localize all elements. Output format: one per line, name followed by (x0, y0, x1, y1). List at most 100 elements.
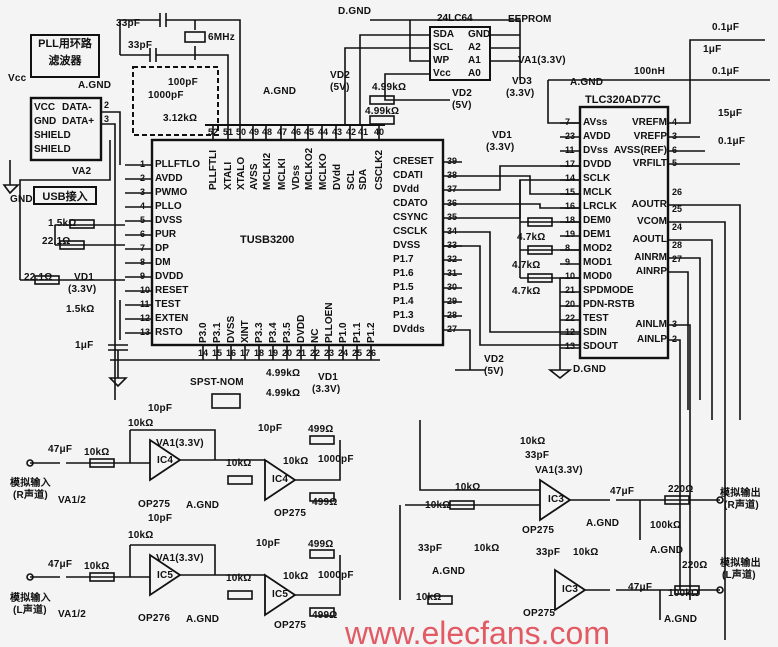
pin-number: 9 (140, 271, 146, 281)
component-label: 4.99kΩ (365, 106, 400, 117)
component-label: 10kΩ (283, 456, 309, 467)
pin-label: MCLKO (318, 153, 329, 190)
usb-connector-body (29, 96, 103, 162)
component-label: IC3 (562, 584, 579, 595)
pin-label: AVss (583, 117, 608, 128)
component-label: VA1/2 (58, 609, 87, 620)
pin-label: PUR (155, 229, 177, 240)
pin-label: DVSS (393, 240, 421, 251)
pin-label: XTALI (223, 161, 234, 190)
pin-label: P3.4 (268, 322, 279, 343)
pin-label: AVSS(REF) (613, 145, 667, 156)
component-label: A.GND (570, 77, 604, 88)
pin-label: P3.0 (198, 322, 209, 343)
pin-label: VCOM (637, 216, 667, 227)
pin-label: RSTO (155, 327, 183, 338)
pin-number: 6 (140, 229, 146, 239)
component-label: 499Ω (308, 539, 334, 550)
pin-label: LRCLK (583, 201, 617, 212)
pin-number: 5 (140, 215, 146, 225)
codec-name: TLC320AD77C (585, 94, 661, 106)
pin-number: 19 (268, 348, 279, 358)
pin-label: P1.6 (393, 268, 414, 279)
component-label: A.GND (78, 80, 112, 91)
component-label: 22.1Ω (42, 236, 71, 247)
component-label: (3.3V) (312, 384, 341, 395)
eeprom-pin-label: A2 (468, 42, 481, 53)
pin-number: 30 (447, 282, 458, 292)
pin-label: DVDD (155, 271, 184, 282)
component-label: 模拟输入 (10, 593, 51, 604)
pin-label: VDss (291, 164, 302, 190)
component-label: 10kΩ (84, 447, 110, 458)
component-label: 100kΩ (668, 588, 700, 599)
pin-label: NC (310, 328, 321, 343)
pin-number: 48 (262, 127, 273, 137)
component-label: 4.7kΩ (517, 232, 546, 243)
component-label: A.GND (586, 518, 620, 529)
pin-number: 40 (374, 127, 385, 137)
component-label: 1μF (703, 44, 722, 55)
eeprom-pin-label: GND (468, 29, 491, 40)
pin-number: 16 (565, 201, 576, 211)
component-label: VD1 (492, 130, 513, 141)
pin-label: PLLO (155, 201, 182, 212)
pin-label: PWMO (155, 187, 188, 198)
pin-label: AOUTR (631, 199, 667, 210)
component-label: OP276 (138, 613, 171, 624)
component-label: VA1(3.3V) (518, 55, 566, 66)
pin-number: 27 (672, 254, 683, 264)
component-label: IC5 (157, 570, 174, 581)
pin-label: EXTEN (155, 313, 189, 324)
pin-number: 10 (140, 285, 151, 295)
pin-label: VREFP (633, 131, 667, 142)
component-label: 100kΩ (650, 520, 682, 531)
pin-label: AINLM (635, 319, 667, 330)
component-label: 1000pF (148, 90, 184, 101)
pin-number: 43 (332, 127, 343, 137)
component-label: 100pF (168, 77, 198, 88)
eeprom-pin-label: SDA (433, 29, 455, 40)
component-label: VA2 (72, 166, 92, 177)
pin-label: AOUTL (632, 234, 667, 245)
component-label: 模拟输出 (720, 488, 761, 499)
pin-number: 21 (296, 348, 307, 358)
pin-label: PLLFTLI (208, 150, 219, 190)
pin-number: 41 (358, 127, 369, 137)
component-label: OP275 (274, 508, 307, 519)
pin-number: 49 (249, 127, 260, 137)
component-label: 499Ω (312, 497, 338, 508)
pin-number: 46 (291, 127, 302, 137)
pin-label: DEM1 (583, 229, 611, 240)
pin-label: CRESET (393, 156, 434, 167)
pin-number: 29 (447, 296, 458, 306)
pll-filter-label-2: 滤波器 (48, 55, 82, 67)
pin-label: AVDD (155, 173, 183, 184)
watermark: www.elecfans.com (345, 615, 610, 647)
pin-label: DVDD (296, 314, 307, 343)
component-label: A.GND (263, 86, 297, 97)
pin-number: 1 (140, 159, 146, 169)
pin-number: 37 (447, 184, 458, 194)
pin-label: VREFM (632, 117, 667, 128)
eeprom-pin-label: SCL (433, 42, 453, 53)
component-label: 6MHz (208, 32, 235, 43)
pin-number: 42 (346, 127, 357, 137)
pin-number: 8 (565, 243, 571, 253)
component-label: 10kΩ (283, 571, 309, 582)
component-label: 1.5kΩ (48, 218, 77, 229)
usb-input-label: USB接入 (42, 191, 88, 203)
component-label: 4.99kΩ (266, 388, 301, 399)
pin-number: 12 (565, 327, 576, 337)
pin-number: 4 (140, 201, 146, 211)
pin-label: AVDD (583, 131, 611, 142)
component-label: IC3 (548, 494, 565, 505)
pin-label: AINLP (637, 334, 667, 345)
pin-number: 2 (672, 334, 678, 344)
pin-label: MOD0 (583, 271, 612, 282)
pin-label: MCLKO2 (304, 147, 315, 190)
pin-label: PDN-RSTB (583, 299, 635, 310)
component-label: IC5 (272, 589, 289, 600)
component-label: 220Ω (668, 484, 694, 495)
component-label: 4.7kΩ (512, 260, 541, 271)
